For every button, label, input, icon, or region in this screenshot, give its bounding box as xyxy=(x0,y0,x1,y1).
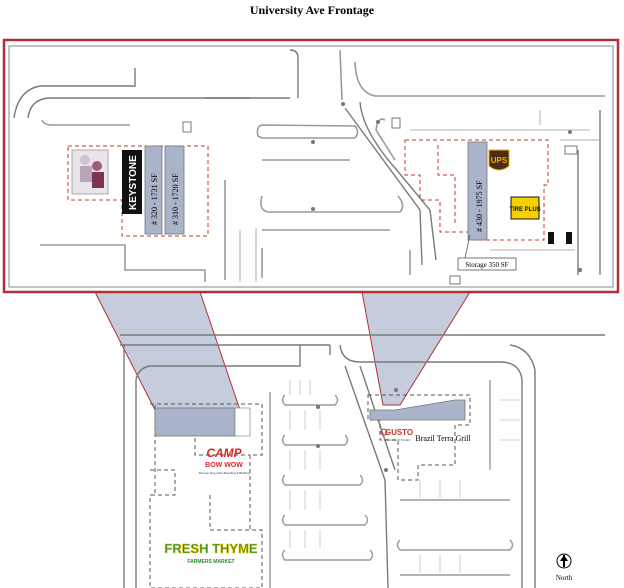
fresh-thyme-sub: FARMERS MARKET xyxy=(187,559,234,565)
brazil-terra-grill-label: Brazil Terra Grill xyxy=(415,434,471,443)
camp-bow-wow-logo: CAMP BOW WOW Premier Dog Care Boarding &… xyxy=(199,446,250,475)
zoom-connector-left xyxy=(94,291,241,411)
keystone-label: KEYSTONE xyxy=(128,155,139,210)
inset-detail: KEYSTONE # 320 - 1731 SF # 310 - 1720 SF… xyxy=(2,38,620,294)
suite-310-label: # 310 - 1720 SF xyxy=(171,173,180,225)
map-title: University Ave Frontage xyxy=(249,3,375,17)
available-space-right xyxy=(369,399,466,421)
north-arrow xyxy=(556,553,572,569)
gusto-sub: ITALIAN KITCHEN xyxy=(385,438,410,442)
fresh-thyme-name: FRESH THYME xyxy=(164,541,258,556)
ups-logo-text: UPS xyxy=(491,156,508,165)
camp-name: CAMP xyxy=(206,446,242,460)
suite-320-label: # 320 - 1731 SF xyxy=(150,173,159,225)
site-plan: CAMP BOW WOW Premier Dog Care Boarding &… xyxy=(120,334,605,588)
suite-310-space xyxy=(164,145,185,235)
suite-430-space xyxy=(467,141,488,241)
gusto-name: GUSTO xyxy=(385,428,413,437)
zoom-connector-right xyxy=(361,291,471,406)
tire-plus-text: TIRE PLUS xyxy=(509,207,540,213)
camp-tagline: Premier Dog Care Boarding & Bathing xyxy=(199,471,250,475)
storage-callout xyxy=(457,257,517,271)
ups-logo: UPS xyxy=(488,149,510,171)
suite-430-label: # 430 - 1975 SF xyxy=(475,180,484,232)
suite-320-space xyxy=(144,145,163,235)
available-space-left xyxy=(154,407,236,437)
tire-plus-logo: TIRE PLUS xyxy=(509,196,541,220)
keystone-sign xyxy=(122,150,142,214)
fresh-thyme-logo: FRESH THYME FARMERS MARKET xyxy=(164,541,258,565)
storage-label: Storage 350 SF xyxy=(465,261,508,269)
north-label: North xyxy=(556,574,573,582)
gusto-logo: GUSTO ITALIAN KITCHEN xyxy=(380,428,413,442)
camp-sub: BOW WOW xyxy=(205,462,243,469)
